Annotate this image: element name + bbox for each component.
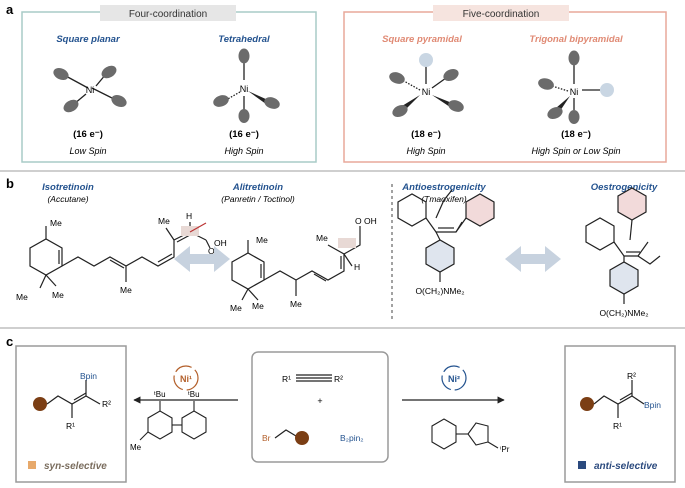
syn-product-structure xyxy=(33,380,101,418)
bpin-label: Bpin xyxy=(644,400,661,410)
isotretinoin-title: Isotretinoin xyxy=(42,182,94,193)
h-label: H xyxy=(186,211,192,221)
syn-product-box xyxy=(15,345,127,483)
antioestrogenicity-title: Antioestrogenicity xyxy=(401,182,486,193)
electron-count: (16 e⁻) xyxy=(229,129,259,140)
me-label: Me xyxy=(230,303,242,313)
bipyridine-ligand xyxy=(139,401,207,441)
plus-sign: + xyxy=(317,396,322,406)
anti-product-structure xyxy=(580,380,645,418)
panel-c-letter: c xyxy=(6,334,13,349)
alkyne-r2: R² xyxy=(334,374,343,384)
square-planar-title: Square planar xyxy=(56,34,121,45)
oestrogen-structure xyxy=(585,187,661,304)
ni1-cycle-icon xyxy=(173,365,199,391)
oestrogenicity-title: Oestrogenicity xyxy=(591,182,658,193)
isomer-arrow xyxy=(174,246,230,272)
isotretinoin-structure xyxy=(29,222,207,289)
me-label: Me xyxy=(16,292,28,302)
substrate-ball xyxy=(295,431,309,445)
electron-count: (16 e⁻) xyxy=(73,129,103,140)
electron-count: (18 e⁻) xyxy=(411,129,441,140)
anti-square-icon xyxy=(578,461,586,469)
me-label: Me xyxy=(50,218,62,228)
alkyne-structure xyxy=(296,374,332,382)
h-label: H xyxy=(354,262,360,272)
me-label: Me xyxy=(290,299,302,309)
isomer-arrow xyxy=(505,246,561,272)
ni1-label: Ni¹ xyxy=(180,374,192,384)
tetrahedral-structure: Ni xyxy=(213,48,280,123)
square-planar-structure: Ni xyxy=(53,65,127,113)
oh-label: OH xyxy=(364,216,377,226)
five-coordination-title: Five-coordination xyxy=(463,9,540,20)
me-label: Me xyxy=(256,235,268,245)
isotretinoin-brand: (Accutane) xyxy=(47,194,88,204)
spin-state: Low Spin xyxy=(69,146,106,156)
electron-count: (18 e⁻) xyxy=(561,129,591,140)
alitretinoin-title: Alitretinoin xyxy=(232,182,283,193)
me-label: Me xyxy=(158,216,170,226)
me-label: Me xyxy=(52,290,64,300)
alkyne-r1: R¹ xyxy=(282,374,291,384)
alitretinoin-structure xyxy=(231,226,361,301)
r2-label: R² xyxy=(627,371,636,381)
square-pyramidal-structure: Ni xyxy=(389,53,464,118)
ni-atom-label: Ni xyxy=(240,84,249,94)
me-label: Me xyxy=(316,233,328,243)
tamoxifen-structure xyxy=(397,189,495,282)
bromide-label: Br xyxy=(262,433,271,443)
four-coordination-title: Four-coordination xyxy=(129,9,207,20)
spin-state: High Spin or Low Spin xyxy=(531,146,620,156)
anti-selective-label: anti-selective xyxy=(594,461,658,472)
alitretinoin-brand: (Panretin / Toctinol) xyxy=(221,194,295,204)
tetrahedral-title: Tetrahedral xyxy=(218,34,270,45)
spin-state: High Spin xyxy=(406,146,445,156)
o-label: O xyxy=(208,246,215,256)
reagents-box xyxy=(251,351,389,463)
anti-product-box xyxy=(564,345,676,483)
trigonal-bipyramidal-title: Trigonal bipyramidal xyxy=(529,34,623,45)
panel-b-letter: b xyxy=(6,176,14,191)
ipr-label: ⁱPr xyxy=(500,445,510,454)
o-label: O xyxy=(355,216,362,226)
tbu-label: ᵗBu xyxy=(154,390,166,399)
r2-label: R² xyxy=(102,399,111,409)
me-label: Me xyxy=(130,443,142,452)
r1-label: R¹ xyxy=(66,421,75,431)
oh-label: OH xyxy=(214,238,227,248)
tbu-label: ᵗBu xyxy=(188,390,200,399)
amine-label: O(CH₂)NMe₂ xyxy=(415,286,464,296)
ni2-cycle-icon xyxy=(441,365,467,391)
square-pyramidal-title: Square pyramidal xyxy=(382,34,462,45)
me-label: Me xyxy=(252,301,264,311)
me-label: Me xyxy=(120,285,132,295)
ni-atom-label: Ni xyxy=(570,87,579,97)
spin-state: High Spin xyxy=(224,146,263,156)
panel-a-letter: a xyxy=(6,2,14,17)
b2pin2-label: B₂pin₂ xyxy=(340,433,364,443)
ni2-label: Ni² xyxy=(448,374,460,384)
syn-selective-label: syn-selective xyxy=(44,461,107,472)
carbonyl-bond xyxy=(205,239,211,249)
syn-square-icon xyxy=(28,461,36,469)
bpin-label: Bpin xyxy=(80,371,97,381)
pyox-ligand xyxy=(431,418,499,450)
ni-atom-label: Ni xyxy=(86,85,95,95)
four-coordination-title-bg xyxy=(100,5,236,21)
five-coordination-title-bg xyxy=(433,5,569,21)
ni-atom-label: Ni xyxy=(422,87,431,97)
amine-label: O(CH₂)NMe₂ xyxy=(599,308,648,318)
trigonal-bipyramidal-structure: Ni xyxy=(538,50,614,124)
r1-label: R¹ xyxy=(613,421,622,431)
alkyl-chain xyxy=(274,429,297,439)
